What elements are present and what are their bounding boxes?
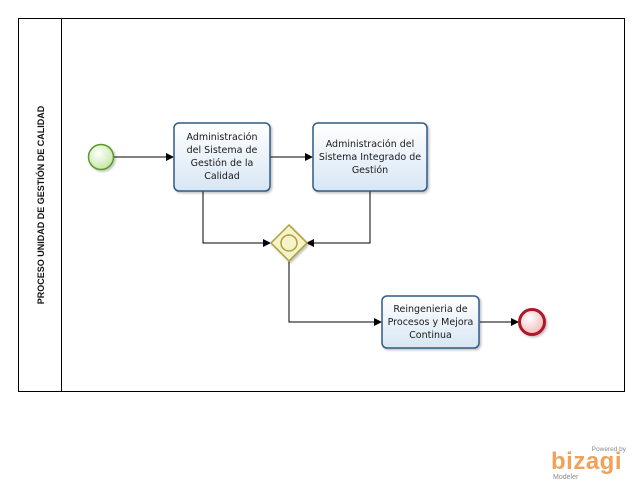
task-1[interactable]: Administración del Sistema de Gestión de… bbox=[174, 123, 270, 191]
brand-powered-text: Powered by bbox=[591, 446, 626, 453]
task-3[interactable]: Reingenieria de Procesos y Mejora Contin… bbox=[382, 296, 479, 348]
task-2-label: Administración del Sistema Integrado de … bbox=[318, 138, 422, 176]
end-event[interactable] bbox=[518, 308, 546, 336]
task-2-shape[interactable] bbox=[312, 122, 428, 192]
pool-label: PROCESO UNIDAD DE GESTIÓN DE CALIDAD bbox=[35, 105, 46, 304]
task-1-label: Administración del Sistema de Gestión de… bbox=[186, 132, 258, 182]
task-3-label: Reingenieria de Procesos y Mejora Contin… bbox=[387, 303, 474, 341]
task-1-shape[interactable] bbox=[173, 122, 271, 192]
brand-product: Modeler bbox=[553, 474, 579, 481]
gateway-circle-icon bbox=[280, 234, 298, 252]
task-3-shape[interactable] bbox=[381, 295, 480, 349]
brand-name: bizagi bbox=[551, 448, 623, 475]
start-event[interactable] bbox=[87, 143, 115, 171]
task-2[interactable]: Administración del Sistema Integrado de … bbox=[313, 123, 427, 191]
flow-task1-to-gateway bbox=[202, 191, 271, 247]
flow-gateway-to-task3 bbox=[288, 261, 382, 326]
inclusive-gateway[interactable] bbox=[269, 223, 309, 263]
flow-task2-to-gateway bbox=[306, 191, 371, 247]
